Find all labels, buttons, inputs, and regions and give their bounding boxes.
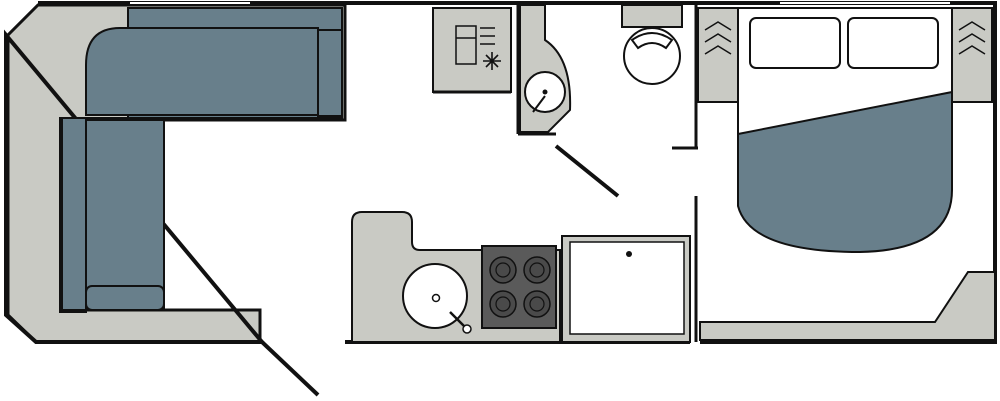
kitchen-sink-icon xyxy=(402,263,472,334)
lounge-seat-end xyxy=(85,285,165,311)
snowflake-icon xyxy=(483,52,501,70)
lounge-seat-side xyxy=(61,117,87,311)
bed-pillow-right xyxy=(847,17,939,69)
washroom xyxy=(516,4,698,198)
entrance-door xyxy=(260,340,320,397)
toilet-icon xyxy=(621,4,683,85)
hob-icon xyxy=(481,245,557,329)
bed-pillow-left xyxy=(749,17,841,69)
lounge-seat-cushion xyxy=(85,119,165,309)
hob-burner xyxy=(523,256,551,284)
hob-burner xyxy=(489,290,517,318)
bedroom-dresser xyxy=(699,271,996,341)
hob-burner xyxy=(489,256,517,284)
bedroom xyxy=(694,7,996,342)
hob-burner xyxy=(523,290,551,318)
coat-hanger-icon xyxy=(704,21,732,55)
washroom-door xyxy=(554,144,620,198)
lounge-seat-long xyxy=(85,27,319,116)
fridge-freezer-icon xyxy=(455,25,495,65)
lounge-corner-cushion xyxy=(317,29,343,117)
kitchen xyxy=(351,211,691,343)
fridge-cabinet xyxy=(432,7,512,93)
fridge-freezer xyxy=(432,7,512,94)
coat-hanger-icon xyxy=(958,21,986,55)
washbasin-icon xyxy=(524,71,566,113)
shower-tray-icon xyxy=(561,235,691,343)
front-lounge xyxy=(59,7,343,313)
